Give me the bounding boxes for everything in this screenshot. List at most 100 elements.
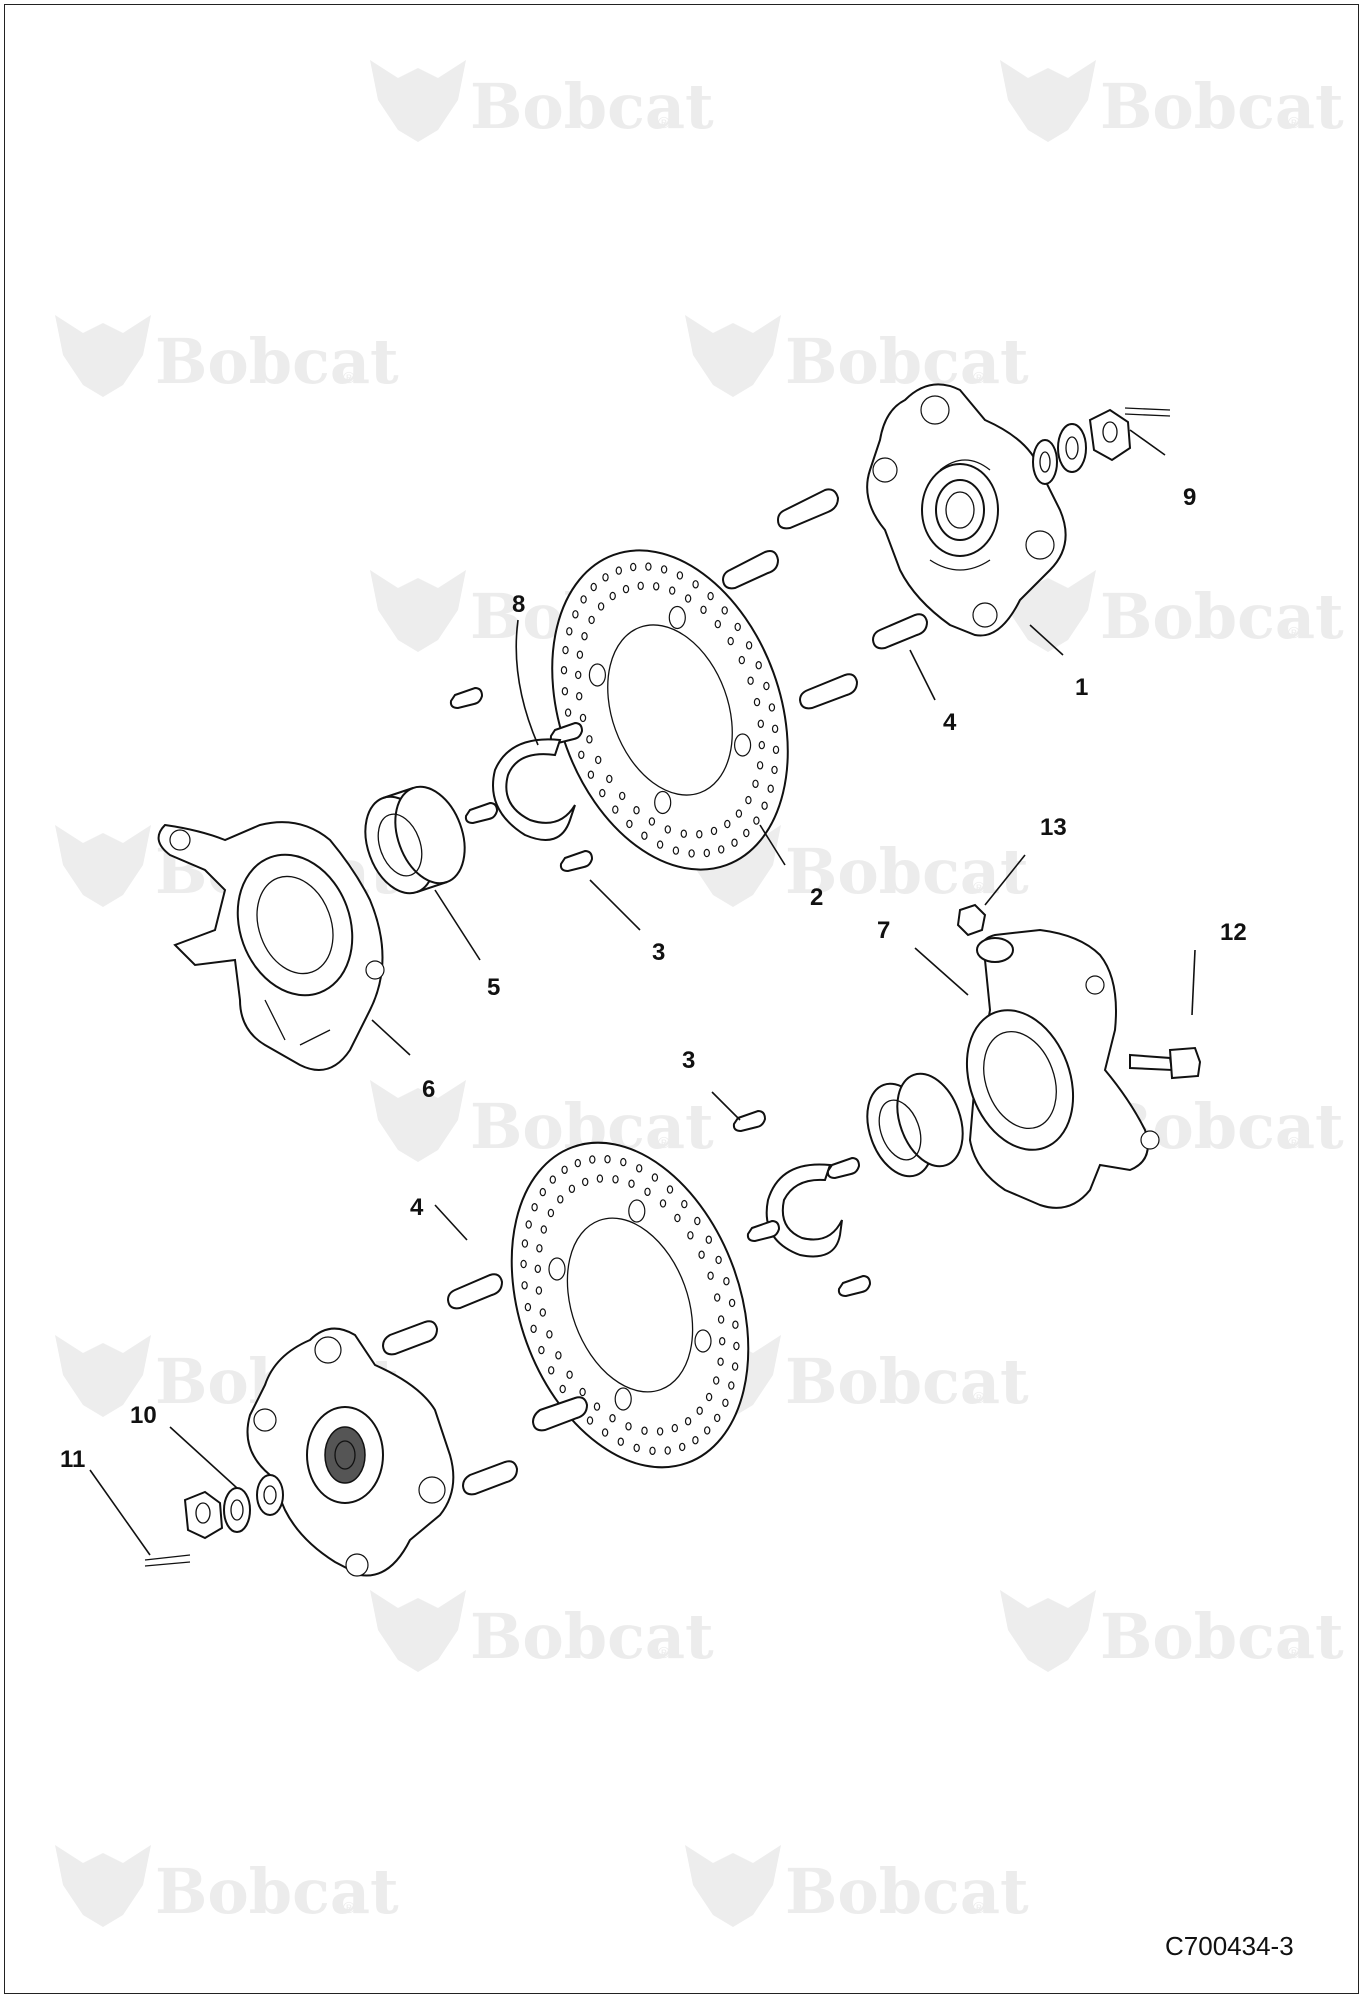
rotor-cooling-hole <box>521 1239 529 1248</box>
rotor-cooling-hole <box>599 788 606 798</box>
rotor-cooling-hole <box>659 1199 667 1208</box>
rotor-cooling-hole <box>525 1220 532 1229</box>
rotor-cooling-hole <box>718 845 725 854</box>
rotor-cooling-hole <box>723 1276 730 1286</box>
bobcat-registered-mark: ® <box>658 1135 670 1152</box>
rotor-cooling-hole <box>681 1199 688 1209</box>
bobcat-watermark: Bobcat® <box>685 1845 1029 1928</box>
rotor-cooling-hole <box>653 582 660 591</box>
rotor-cooling-hole <box>728 1381 735 1390</box>
rotor-cooling-hole <box>692 1435 699 1445</box>
bobcat-logo-icon <box>370 570 466 652</box>
rotor-cooling-hole <box>727 636 734 646</box>
bobcat-watermark-text: Bobcat <box>1100 70 1344 143</box>
rotor-mount-hole <box>614 1387 632 1411</box>
rotor-cooling-hole <box>645 562 652 571</box>
rotor-cooling-hole <box>538 1345 545 1355</box>
rotor-mount-hole <box>654 790 672 815</box>
rotor-mount-hole <box>694 1329 712 1353</box>
rotor-cooling-hole <box>539 1187 547 1197</box>
bobcat-watermark-text: Bobcat <box>1100 1600 1344 1673</box>
bobcat-registered-mark: ® <box>658 115 670 132</box>
rotor-cooling-hole <box>696 1406 703 1415</box>
bobcat-logo-icon <box>1000 60 1096 142</box>
rotor-cooling-hole <box>684 594 692 603</box>
rotor-cooling-hole <box>696 830 703 839</box>
rotor-pins-lower <box>732 1109 872 1298</box>
hub-lower <box>246 1327 455 1577</box>
rotor-cooling-hole <box>561 1165 568 1175</box>
rotor-cooling-hole <box>575 670 582 680</box>
rotor-cooling-hole <box>664 825 672 834</box>
rotor-mount-hole <box>733 733 752 757</box>
rotor-cooling-hole <box>534 1264 542 1274</box>
bobcat-watermark-text: Bobcat <box>155 325 399 398</box>
rotor-cooling-hole <box>615 566 623 575</box>
rotor-cooling-hole <box>738 655 746 665</box>
rotor-cooling-hole <box>753 697 761 707</box>
snap-ring-lower <box>765 1163 843 1258</box>
bobcat-watermark: Bobcat® <box>55 315 399 398</box>
wheel-studs-lower <box>381 1273 589 1496</box>
rotor-cooling-hole <box>680 829 688 838</box>
rotor-cooling-hole <box>636 1164 643 1173</box>
steering-knuckle-left <box>157 821 385 1071</box>
lock-nut-13 <box>956 903 987 937</box>
rotor-cooling-hole <box>555 1351 562 1360</box>
rotor-cooling-hole <box>692 580 699 589</box>
rotor-cooling-hole <box>619 791 626 801</box>
rotor-cooling-hole <box>664 1446 671 1455</box>
rotor-cooling-hole <box>648 817 656 826</box>
bobcat-watermark-text: Bobcat <box>785 835 1029 908</box>
nut-stack-upper <box>1032 407 1171 485</box>
rotor-cooling-hole <box>559 1384 566 1394</box>
rotor-pins-upper <box>449 686 594 873</box>
rotor-cooling-hole <box>757 719 765 729</box>
rotor-cooling-hole <box>714 1413 721 1423</box>
rotor-cooling-hole <box>771 724 779 734</box>
rotor-cooling-hole <box>566 1370 573 1379</box>
rotor-cooling-hole <box>626 819 633 829</box>
bobcat-registered-mark: ® <box>1288 1135 1300 1152</box>
bobcat-logo-icon <box>55 1845 151 1927</box>
leader-lines <box>89 429 1196 1556</box>
rotor-cooling-hole <box>588 615 595 625</box>
rotor-cooling-hole <box>530 1324 537 1334</box>
steering-knuckle-right <box>965 928 1160 1209</box>
callout-3-lower: 3 <box>682 1047 695 1074</box>
rotor-cooling-hole <box>705 1235 713 1244</box>
rotor-cooling-hole <box>578 750 585 760</box>
bobcat-registered-mark: ® <box>1288 1645 1300 1662</box>
rotor-cooling-hole <box>524 1302 532 1312</box>
rotor-cooling-hole <box>630 562 637 572</box>
rotor-cooling-hole <box>715 1255 722 1265</box>
bobcat-watermark-text: Bobcat <box>785 1855 1029 1928</box>
bobcat-registered-mark: ® <box>343 370 355 387</box>
bobcat-logo-icon <box>1000 1590 1096 1672</box>
rotor-cooling-hole <box>713 1376 720 1385</box>
rotor-cooling-hole <box>566 627 573 636</box>
rotor-cooling-hole <box>687 1231 694 1240</box>
brake-rotor-lower <box>510 1141 750 1469</box>
rotor-cooling-hole <box>688 849 695 858</box>
rotor-mount-hole <box>668 605 686 630</box>
rotor-cooling-hole <box>609 591 616 601</box>
rotor-cooling-hole <box>579 713 587 723</box>
rotor-cooling-hole <box>717 1357 724 1366</box>
rotor-cooling-hole <box>717 1315 725 1324</box>
rotor-cooling-hole <box>728 1298 736 1308</box>
hub-upper <box>866 383 1067 637</box>
bobcat-watermark-text: Bobcat <box>785 325 1029 398</box>
rotor-cooling-hole <box>674 1213 681 1223</box>
rotor-cooling-hole <box>672 846 680 855</box>
rotor-cooling-hole <box>548 1366 555 1375</box>
rotor-cooling-hole <box>700 605 707 615</box>
page-border <box>4 4 1359 1994</box>
rotor-cooling-hole <box>628 1179 635 1188</box>
rotor-cooling-hole <box>761 801 768 810</box>
callout-6: 6 <box>422 1076 435 1103</box>
rotor-cooling-hole <box>589 1155 596 1164</box>
rotor-cooling-hole <box>763 681 770 691</box>
rotor-cooling-hole <box>719 1336 726 1346</box>
